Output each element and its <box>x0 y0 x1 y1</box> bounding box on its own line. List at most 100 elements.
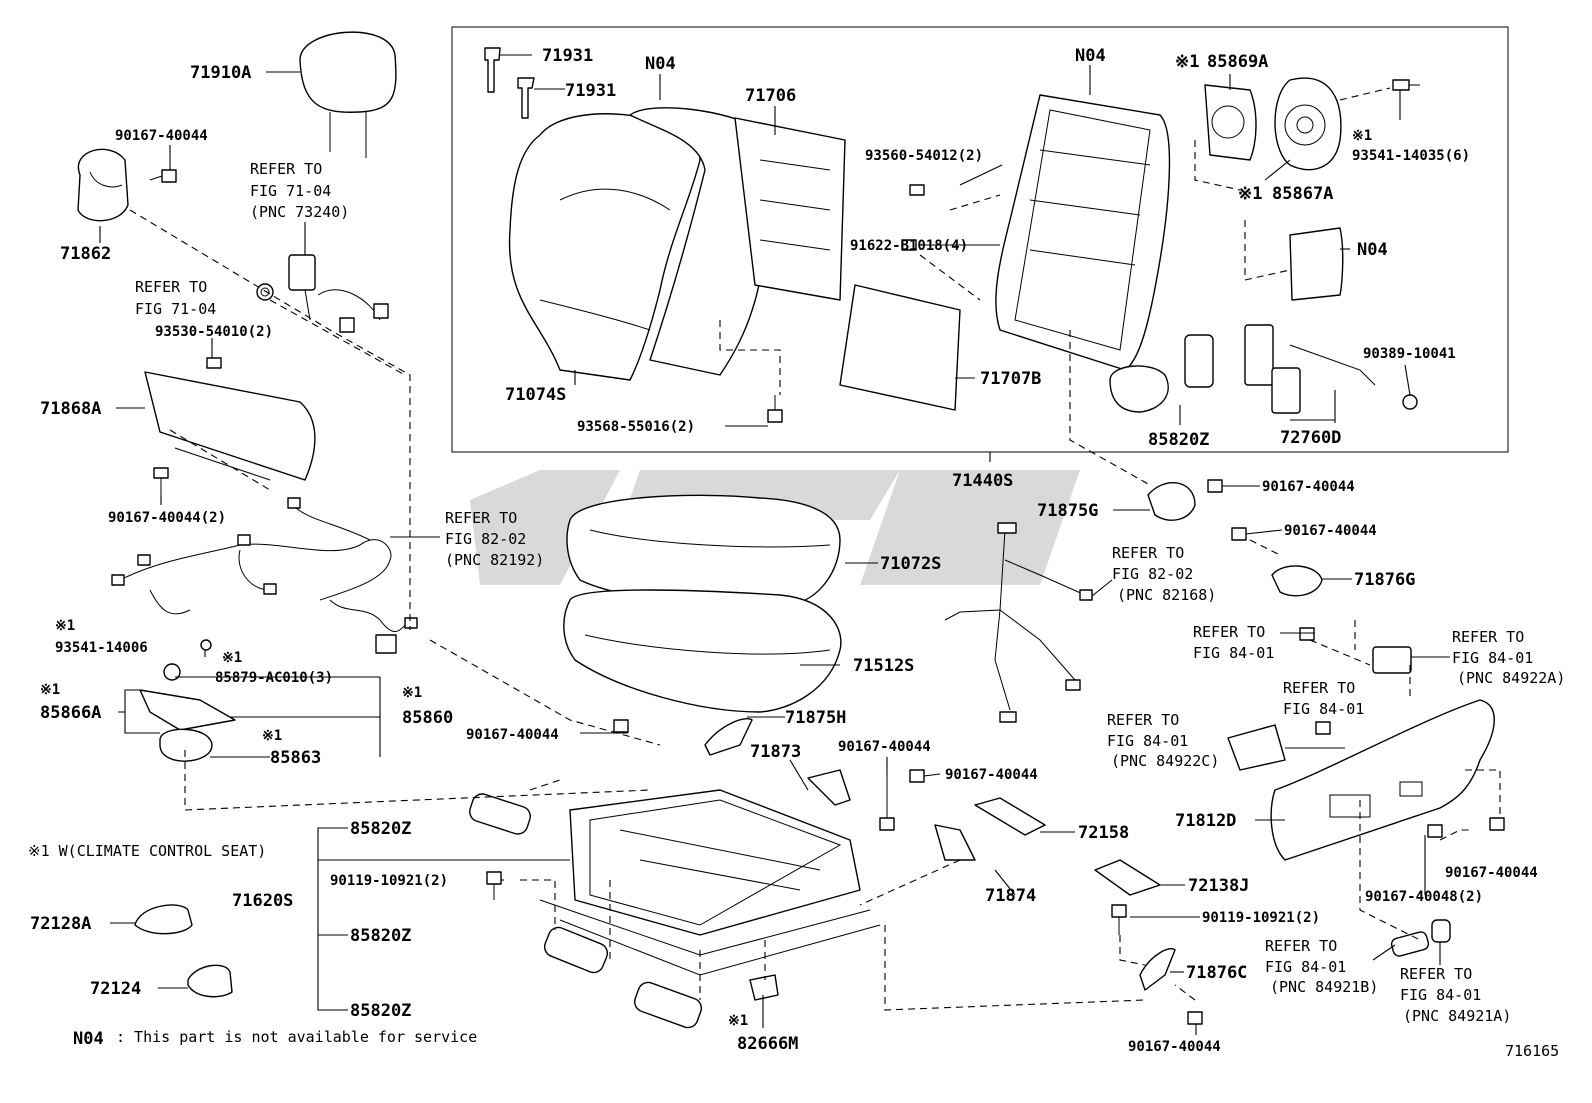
label-72760D: 72760D <box>1280 428 1341 448</box>
screw-93560 <box>909 184 925 196</box>
label-91622: 91622-B1018(4) <box>850 238 968 254</box>
screw-93568 <box>767 395 783 423</box>
label-90167-9: 90167-40044 <box>1128 1039 1221 1055</box>
label-71074S: 71074S <box>505 385 566 405</box>
blower-85867A <box>1274 77 1342 171</box>
bracket-71873 <box>807 769 851 806</box>
legend-n04-code: N04 <box>73 1029 104 1049</box>
label-90119-a: 90119-10921(2) <box>330 873 448 889</box>
screw-91622 <box>901 239 917 251</box>
bracket-72138J <box>1094 859 1161 896</box>
refer-text-9c: (PNC 84921B) <box>1270 978 1378 996</box>
label-71440S: 71440S <box>952 471 1013 491</box>
label-90167-8: 90167-40044 <box>1445 865 1538 881</box>
label-72124: 72124 <box>90 979 141 999</box>
label-85820Z-top: 85820Z <box>1148 430 1209 450</box>
label-72128A: 72128A <box>30 914 91 934</box>
motor-85820Z-a <box>469 793 531 835</box>
refer-text-1b: FIG 71-04 <box>250 182 331 200</box>
seat-cushion-cover <box>566 494 841 608</box>
mark-8: ※1 <box>1238 184 1262 204</box>
refer-text-3b: FIG 82-02 <box>445 530 526 548</box>
label-93530: 93530-54010(2) <box>155 324 273 340</box>
label-90389: 90389-10041 <box>1363 346 1456 362</box>
refer-text-8c: (PNC 84922C) <box>1111 752 1219 770</box>
label-90167-6: 90167-40044 <box>838 739 931 755</box>
screw-90167-right <box>909 769 925 783</box>
screw-90167-bottom <box>1187 1011 1203 1025</box>
refer-text-6b: FIG 84-01 <box>1452 649 1533 667</box>
screw-93530 <box>206 357 222 369</box>
label-71620S: 71620S <box>232 891 293 911</box>
dashed-guides <box>129 87 1501 1011</box>
labels: 71910A 90167-40044 71862 REFER TO FIG 71… <box>28 46 1565 1060</box>
legend-n04-text: : This part is not available for service <box>116 1028 477 1046</box>
refer-text-9a: REFER TO <box>1265 937 1337 955</box>
label-72158: 72158 <box>1078 823 1129 843</box>
label-71931-b: 71931 <box>565 81 616 101</box>
knob-84921B <box>1390 931 1430 957</box>
label-90167-1: 90167-40044 <box>115 128 208 144</box>
label-N04-c: N04 <box>1357 240 1388 260</box>
small-bolt-1 <box>149 169 177 183</box>
label-90167-2: 90167-40044(2) <box>108 510 226 526</box>
label-71072S: 71072S <box>880 554 941 574</box>
cover-72128A <box>134 904 193 935</box>
label-90167-5: 90167-40044 <box>466 727 559 743</box>
refer-text-3c: (PNC 82192) <box>445 551 544 569</box>
leader-lines <box>99 54 1450 1035</box>
label-85867A: 85867A <box>1272 184 1333 204</box>
bolt-90167-71873 <box>879 775 895 831</box>
clip-90389 <box>1402 394 1418 410</box>
cover-71875G <box>1147 481 1196 521</box>
refer-text-8a: REFER TO <box>1107 711 1179 729</box>
bolt-71931-b <box>517 77 535 119</box>
refer-text-3a: REFER TO <box>445 509 517 527</box>
refer-text-1a: REFER TO <box>250 160 322 178</box>
label-90167-40048: 90167-40048(2) <box>1365 889 1483 905</box>
cover-71876G <box>1271 565 1323 597</box>
refer-text-10a: REFER TO <box>1400 965 1472 983</box>
label-85866A: 85866A <box>40 703 101 723</box>
control-box-72760D <box>1244 324 1376 414</box>
refer-text-10c: (PNC 84921A) <box>1403 1007 1511 1025</box>
headrest <box>299 31 397 158</box>
bolt-90119-right <box>1111 904 1127 935</box>
seat-belt-buckle <box>288 254 389 333</box>
label-93560: 93560-54012(2) <box>865 148 983 164</box>
seat-back-assembly-frame <box>451 26 1509 453</box>
label-71512S: 71512S <box>853 656 914 676</box>
mark-5: ※1 <box>262 728 282 744</box>
refer-text-1c: (PNC 73240) <box>250 203 349 221</box>
recliner-motor-top <box>1109 334 1214 413</box>
label-85820Z-b: 85820Z <box>350 926 411 946</box>
screw-90167-71876G <box>1231 527 1247 541</box>
label-71812D: 71812D <box>1175 811 1236 831</box>
seat-back-cover <box>508 113 701 381</box>
label-90167-3: 90167-40044 <box>1262 479 1355 495</box>
label-N04-a: N04 <box>645 54 676 74</box>
mat-71707B <box>839 284 961 411</box>
refer-text-10b: FIG 84-01 <box>1400 986 1481 1004</box>
grommet <box>256 283 274 301</box>
motor-85820Z-b <box>543 926 609 974</box>
knob-84921A <box>1431 919 1451 943</box>
mark-9: ※1 <box>728 1013 748 1029</box>
mark-3: ※1 <box>40 682 60 698</box>
mark-1: ※1 <box>55 618 75 634</box>
refer-text-9b: FIG 84-01 <box>1265 958 1346 976</box>
back-board <box>734 117 846 301</box>
label-71875H: 71875H <box>785 708 846 728</box>
label-93541-14006: 93541-14006 <box>55 640 148 656</box>
bolt-90119-left <box>486 871 502 900</box>
refer-text-6c: (PNC 84922A) <box>1457 669 1565 687</box>
label-71876C: 71876C <box>1186 963 1247 983</box>
cover-71876C <box>1139 948 1176 991</box>
label-71875G: 71875G <box>1037 501 1098 521</box>
refer-text-5a: REFER TO <box>1193 623 1265 641</box>
label-71706: 71706 <box>745 86 796 106</box>
label-N04-b: N04 <box>1075 46 1106 66</box>
clip-82666M <box>749 974 779 1001</box>
label-71876G: 71876G <box>1354 570 1415 590</box>
